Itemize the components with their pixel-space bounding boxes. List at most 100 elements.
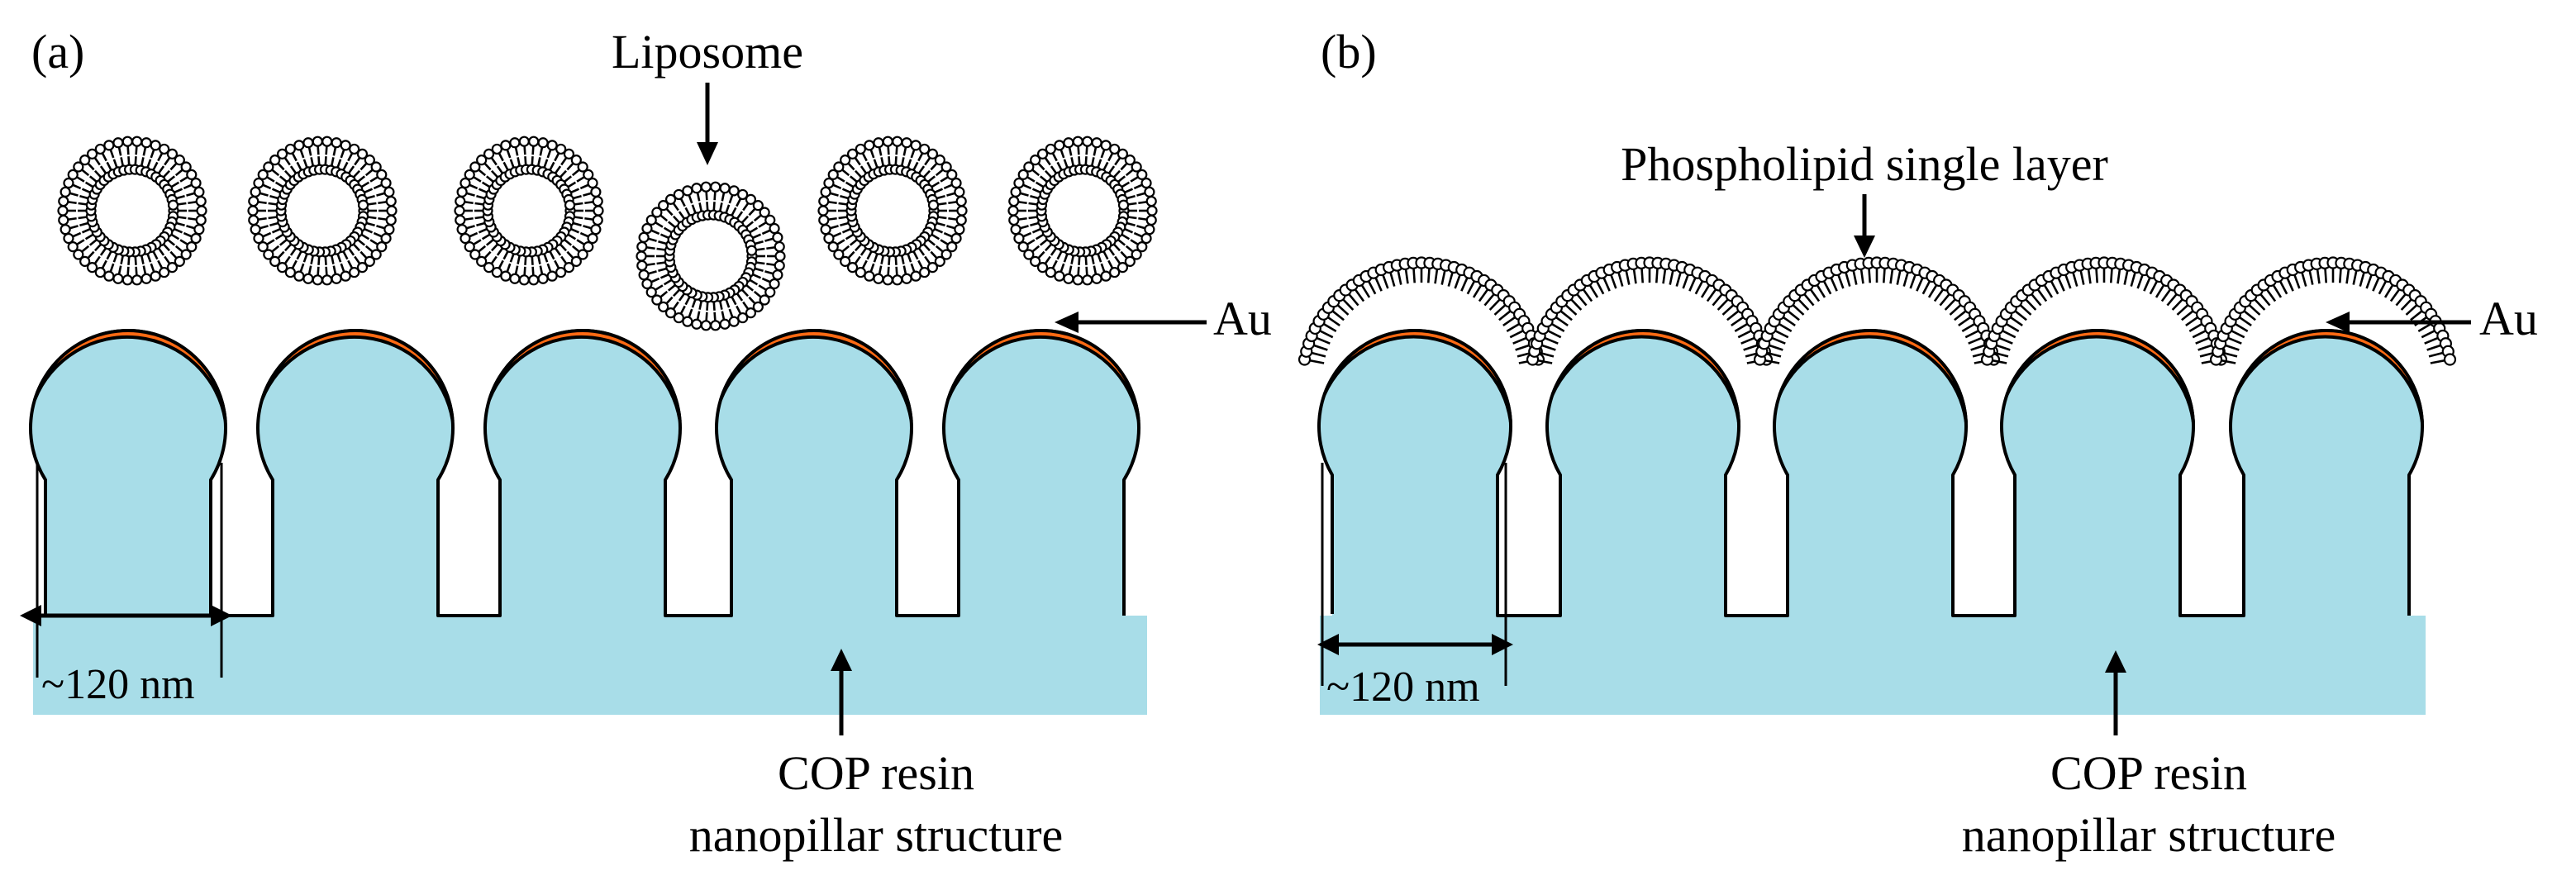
lipid-head [284, 143, 296, 155]
lipid-head [131, 274, 143, 286]
lipid-tail [2005, 322, 2020, 333]
lipid-head [592, 195, 603, 207]
lipid-tail [1311, 351, 1326, 358]
phospholipid-layer [2209, 256, 2457, 366]
lipid-head [174, 155, 185, 166]
pillar-body [1319, 330, 1511, 617]
pillar-body [1547, 331, 1740, 617]
lipid-head [1146, 205, 1158, 216]
lipid-head [376, 169, 388, 180]
lipid-head [638, 269, 650, 281]
lipid-head [946, 169, 958, 180]
lipid-tail [2278, 280, 2288, 295]
lipid-head [570, 255, 582, 267]
lipid-head [774, 250, 786, 262]
lipid-head [1054, 270, 1065, 282]
lipid-head [926, 148, 939, 159]
lipid-tail [1576, 293, 1588, 307]
lipid-head [691, 318, 702, 330]
lipid-head [1036, 262, 1049, 274]
scale-label-b: ~120 nm [1326, 664, 1480, 711]
lipid-tail [1348, 293, 1359, 307]
lipid-tail [1569, 298, 1583, 311]
nanopillar-structure-b [1317, 329, 2426, 715]
lipid-head [710, 181, 721, 193]
lipid-head [67, 169, 79, 180]
lipid-tail [1816, 283, 1826, 298]
lipid-head [1124, 155, 1136, 166]
lipid-tail [2308, 269, 2314, 285]
lipid-head [284, 266, 296, 278]
lipid-tail [1700, 283, 1711, 298]
lipid-head [1072, 274, 1083, 286]
lipid-tail [1382, 274, 1389, 289]
lipid-head [63, 177, 74, 189]
lipid-tail [1809, 288, 1821, 302]
lipid-head [63, 232, 74, 245]
lipid-tail [1837, 274, 1845, 289]
resin-label-a-line2: nanopillar structure [689, 808, 1064, 862]
lipid-head [456, 224, 468, 236]
lipid-tail [2072, 271, 2078, 287]
scale-label-a: ~120 nm [41, 661, 195, 708]
gold-cap [1778, 329, 1968, 424]
lipid-head [190, 177, 202, 189]
lipid-tail [1995, 344, 2011, 351]
lipid-tail [1859, 269, 1864, 284]
lipid-head [331, 273, 342, 284]
lipid-tail [1958, 316, 1972, 326]
lipid-tail [1734, 322, 1749, 333]
lipid-head [555, 266, 567, 278]
lipid-head [476, 155, 488, 166]
lipid-tail [1483, 293, 1495, 307]
lipid-tail [1669, 269, 1674, 285]
lipid-head [820, 186, 831, 197]
lipid-head [140, 273, 152, 284]
lipid-head [919, 143, 931, 155]
lipid-tail [1472, 283, 1483, 298]
lipid-tail [1540, 344, 1556, 351]
lipid-tail [1845, 271, 1851, 287]
phospholipid-layer [1526, 256, 1774, 366]
lipid-head [855, 266, 866, 278]
lipid-head [546, 140, 558, 151]
lipid-head [1136, 169, 1148, 180]
lipid-tail [1426, 268, 1431, 283]
lipid-head [818, 214, 830, 226]
lipid-tail [2031, 293, 2042, 307]
pillar-body [2002, 331, 2193, 617]
lipid-tail [2227, 336, 2242, 345]
lipid-head [57, 205, 69, 216]
lipid-tail [1488, 298, 1502, 311]
resin-label-b-line1: COP resin [2050, 746, 2247, 800]
lipid-head [86, 262, 98, 274]
lipid-head [331, 137, 342, 149]
lipid-head [180, 249, 192, 260]
lipid-tail [1662, 269, 1667, 284]
lipid-head [737, 312, 749, 324]
lipid-head [159, 266, 170, 278]
lipid-tail [2248, 303, 2261, 316]
lipid-tail [1447, 271, 1454, 287]
lipid-tail [2188, 322, 2203, 333]
lipid-tail [1502, 316, 1517, 326]
lipid-head [73, 249, 84, 260]
lipid-tail [1478, 288, 1489, 302]
lipid-tail [1515, 344, 1531, 351]
lipid-head [103, 140, 115, 151]
lipid-tail [1896, 269, 1902, 285]
lipid-head [500, 270, 512, 282]
lipid-head [1091, 137, 1102, 149]
pillar-body [258, 331, 453, 617]
lipid-head [370, 249, 382, 260]
lipid-tail [1374, 277, 1383, 292]
lipid-head [349, 143, 360, 155]
lipid-head [769, 278, 780, 290]
gold-cap [946, 328, 1140, 422]
lipid-head [509, 273, 521, 284]
lipid-tail [1547, 329, 1562, 339]
lipid-head [1140, 232, 1152, 245]
lipid-tail [1493, 303, 1507, 316]
lipid-tail [2231, 329, 2245, 339]
lipid-tail [2222, 351, 2238, 358]
